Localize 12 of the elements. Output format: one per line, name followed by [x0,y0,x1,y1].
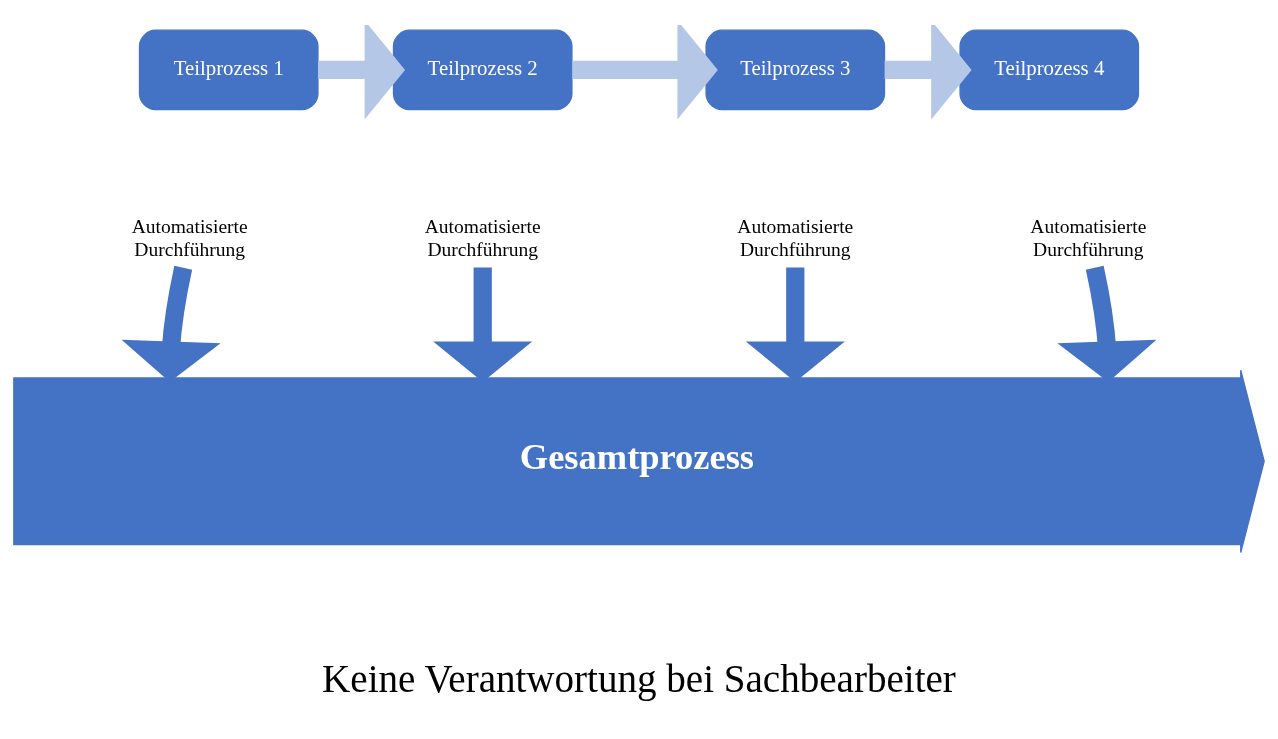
node-text: Automatisierte Durchführung [131,216,248,260]
node-box: Teilprozess 1 [138,29,319,111]
node-text: Automatisierte Durchführung [424,216,541,260]
node-box: Teilprozess 2 [392,29,573,111]
node-box: Teilprozess 4 [959,29,1140,111]
arrow [572,25,718,120]
arrow [884,25,972,120]
node-text: Automatisierte Durchführung [737,216,854,260]
label: Keine Verantwortung bei Sachbearbeiter [322,656,956,700]
node-box: Teilprozess 3 [705,29,886,111]
node-text: Automatisierte Durchführung [1030,216,1147,260]
arrow [318,25,406,120]
